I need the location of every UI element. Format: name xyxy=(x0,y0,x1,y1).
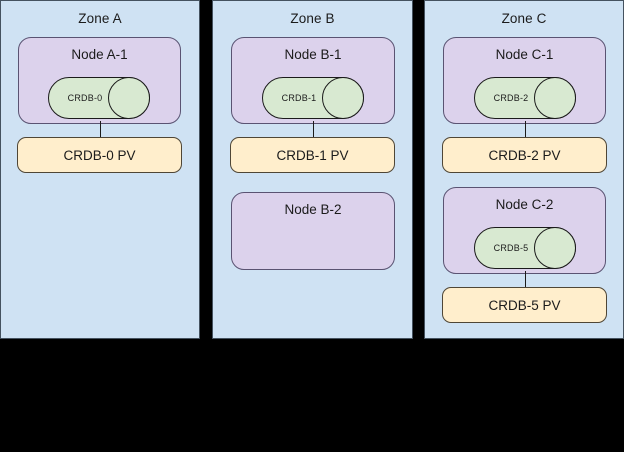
pv-box-crdb-2[interactable]: CRDB-2 PV xyxy=(442,137,607,173)
zone-container-c[interactable]: Zone C Node C-1 CRDB-2 CRDB-2 PV Node C-… xyxy=(424,0,624,339)
pv-label-crdb-0: CRDB-0 PV xyxy=(63,147,136,163)
pv-label-crdb-1: CRDB-1 PV xyxy=(276,147,349,163)
node-box-a-1[interactable]: Node A-1 CRDB-0 xyxy=(18,37,181,124)
pod-cylinder-crdb-1[interactable]: CRDB-1 xyxy=(262,77,364,119)
zone-label-c: Zone C xyxy=(501,11,547,26)
connector-crdb-0-to-pv xyxy=(100,121,101,138)
node-box-c-1[interactable]: Node C-1 CRDB-2 xyxy=(443,37,606,124)
pv-box-crdb-0[interactable]: CRDB-0 PV xyxy=(17,137,182,173)
node-label-a-1: Node A-1 xyxy=(71,47,128,62)
node-label-c-1: Node C-1 xyxy=(495,47,554,62)
connector-crdb-2-to-pv xyxy=(525,121,526,138)
node-box-b-2[interactable]: Node B-2 xyxy=(231,192,395,270)
node-label-b-1: Node B-1 xyxy=(284,47,342,62)
pv-label-crdb-5: CRDB-5 PV xyxy=(488,297,561,313)
zone-label-b: Zone B xyxy=(290,11,335,26)
pod-cylinder-crdb-0[interactable]: CRDB-0 xyxy=(48,77,150,119)
node-box-c-2[interactable]: Node C-2 CRDB-5 xyxy=(443,187,606,274)
connector-crdb-5-to-pv xyxy=(525,271,526,288)
node-label-b-2: Node B-2 xyxy=(284,202,342,217)
node-box-b-1[interactable]: Node B-1 CRDB-1 xyxy=(231,37,395,124)
pv-label-crdb-2: CRDB-2 PV xyxy=(488,147,561,163)
pod-cylinder-crdb-5[interactable]: CRDB-5 xyxy=(474,227,576,269)
zone-container-a[interactable]: Zone A Node A-1 CRDB-0 CRDB-0 PV xyxy=(0,0,200,339)
node-label-c-2: Node C-2 xyxy=(495,197,554,212)
connector-crdb-1-to-pv xyxy=(313,121,314,138)
pod-cylinder-crdb-2[interactable]: CRDB-2 xyxy=(474,77,576,119)
zone-label-a: Zone A xyxy=(78,11,122,26)
pv-box-crdb-5[interactable]: CRDB-5 PV xyxy=(442,287,607,323)
pv-box-crdb-1[interactable]: CRDB-1 PV xyxy=(230,137,395,173)
zone-container-b[interactable]: Zone B Node B-1 CRDB-1 CRDB-1 PV Node B-… xyxy=(212,0,413,339)
